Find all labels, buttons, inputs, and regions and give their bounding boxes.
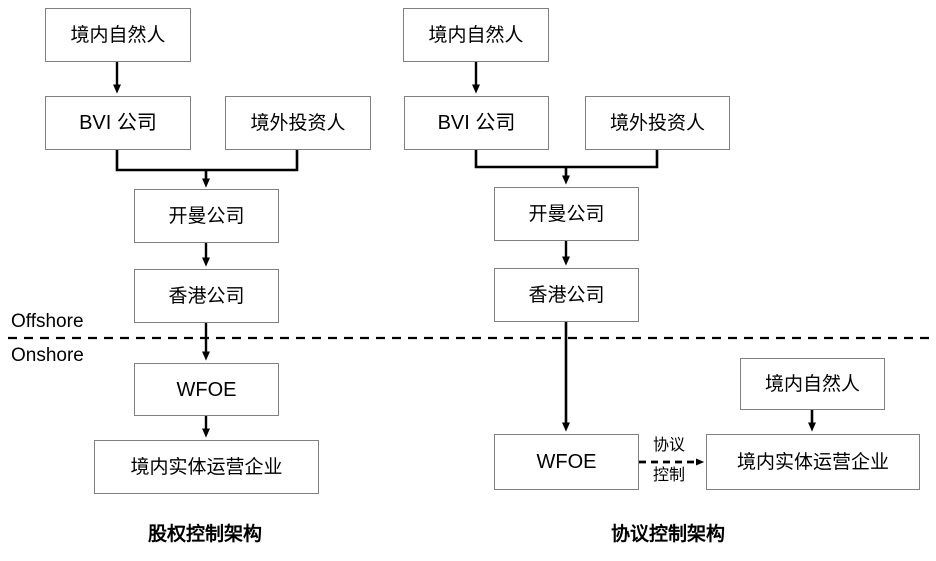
zone-label-onshore: Onshore [11, 345, 84, 366]
node-left-wfoe[interactable]: WFOE [134, 363, 279, 416]
edge-label-vie-control-line1: 协议 [652, 435, 685, 454]
edge-left-bvi-to-merge [115, 150, 206, 172]
node-right-domestic-individual-2[interactable]: 境内自然人 [740, 358, 885, 410]
caption-right-diagram: 协议控制架构 [610, 523, 725, 545]
node-right-domestic-individual[interactable]: 境内自然人 [403, 8, 549, 62]
zone-label-offshore: Offshore [11, 311, 84, 332]
edge-label-vie-control-line2: 控制 [652, 465, 685, 484]
node-right-bvi-company[interactable]: BVI 公司 [404, 96, 549, 150]
node-right-hongkong-company[interactable]: 香港公司 [494, 268, 639, 322]
edge-right-investor-to-merge [566, 150, 659, 169]
node-left-cayman-company[interactable]: 开曼公司 [134, 189, 279, 243]
node-left-domestic-operating-entity[interactable]: 境内实体运营企业 [94, 440, 319, 494]
edge-label-vie-control: 协议 控制 [641, 437, 697, 483]
node-right-domestic-operating-entity[interactable]: 境内实体运营企业 [706, 434, 920, 490]
node-right-wfoe[interactable]: WFOE [494, 434, 639, 490]
node-left-bvi-company[interactable]: BVI 公司 [45, 96, 191, 150]
node-left-domestic-individual[interactable]: 境内自然人 [45, 8, 191, 62]
node-left-hongkong-company[interactable]: 香港公司 [134, 269, 279, 323]
node-left-offshore-investor[interactable]: 境外投资人 [225, 96, 371, 150]
caption-left-diagram: 股权控制架构 [147, 523, 262, 545]
node-right-cayman-company[interactable]: 开曼公司 [494, 187, 639, 241]
node-right-offshore-investor[interactable]: 境外投资人 [585, 96, 730, 150]
edge-right-bvi-to-merge [474, 150, 566, 169]
edge-left-investor-to-merge [206, 150, 299, 172]
